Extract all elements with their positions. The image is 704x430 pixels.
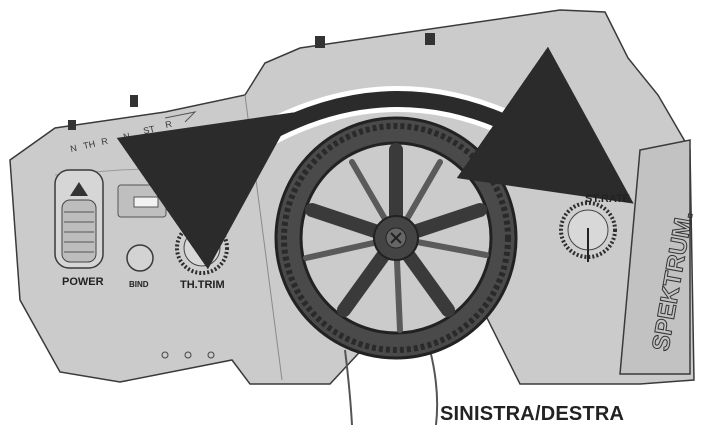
wire: [344, 349, 353, 426]
power-label: POWER: [62, 276, 104, 288]
st-rate-label: ST.RATE: [585, 193, 630, 205]
th-trim-label: TH.TRIM: [180, 279, 225, 291]
brand-panel: SPEKTRUM.: [619, 139, 699, 375]
bind-label: BIND: [129, 280, 149, 289]
switch-label: R: [100, 136, 109, 147]
steering-trim-dial[interactable]: [176, 138, 224, 186]
grip-dot: [161, 351, 169, 359]
grip-dot: [184, 351, 192, 359]
top-button[interactable]: [425, 33, 435, 45]
arrow-shaft: [116, 46, 634, 270]
power-switch[interactable]: [54, 169, 104, 269]
switch-th[interactable]: [68, 120, 76, 130]
switch-st[interactable]: [130, 95, 138, 107]
steering-wheel[interactable]: [274, 116, 518, 360]
grip-dot: [207, 351, 215, 359]
wire: [429, 349, 439, 426]
top-button[interactable]: [315, 36, 325, 48]
direction-caption: SINISTRA/DESTRA: [440, 403, 625, 425]
switch-label: N: [69, 143, 77, 154]
indicator-led: [133, 196, 159, 208]
switch-label: TH: [82, 139, 96, 151]
bind-button[interactable]: [126, 244, 154, 272]
steering-rate-dial[interactable]: [559, 201, 617, 262]
